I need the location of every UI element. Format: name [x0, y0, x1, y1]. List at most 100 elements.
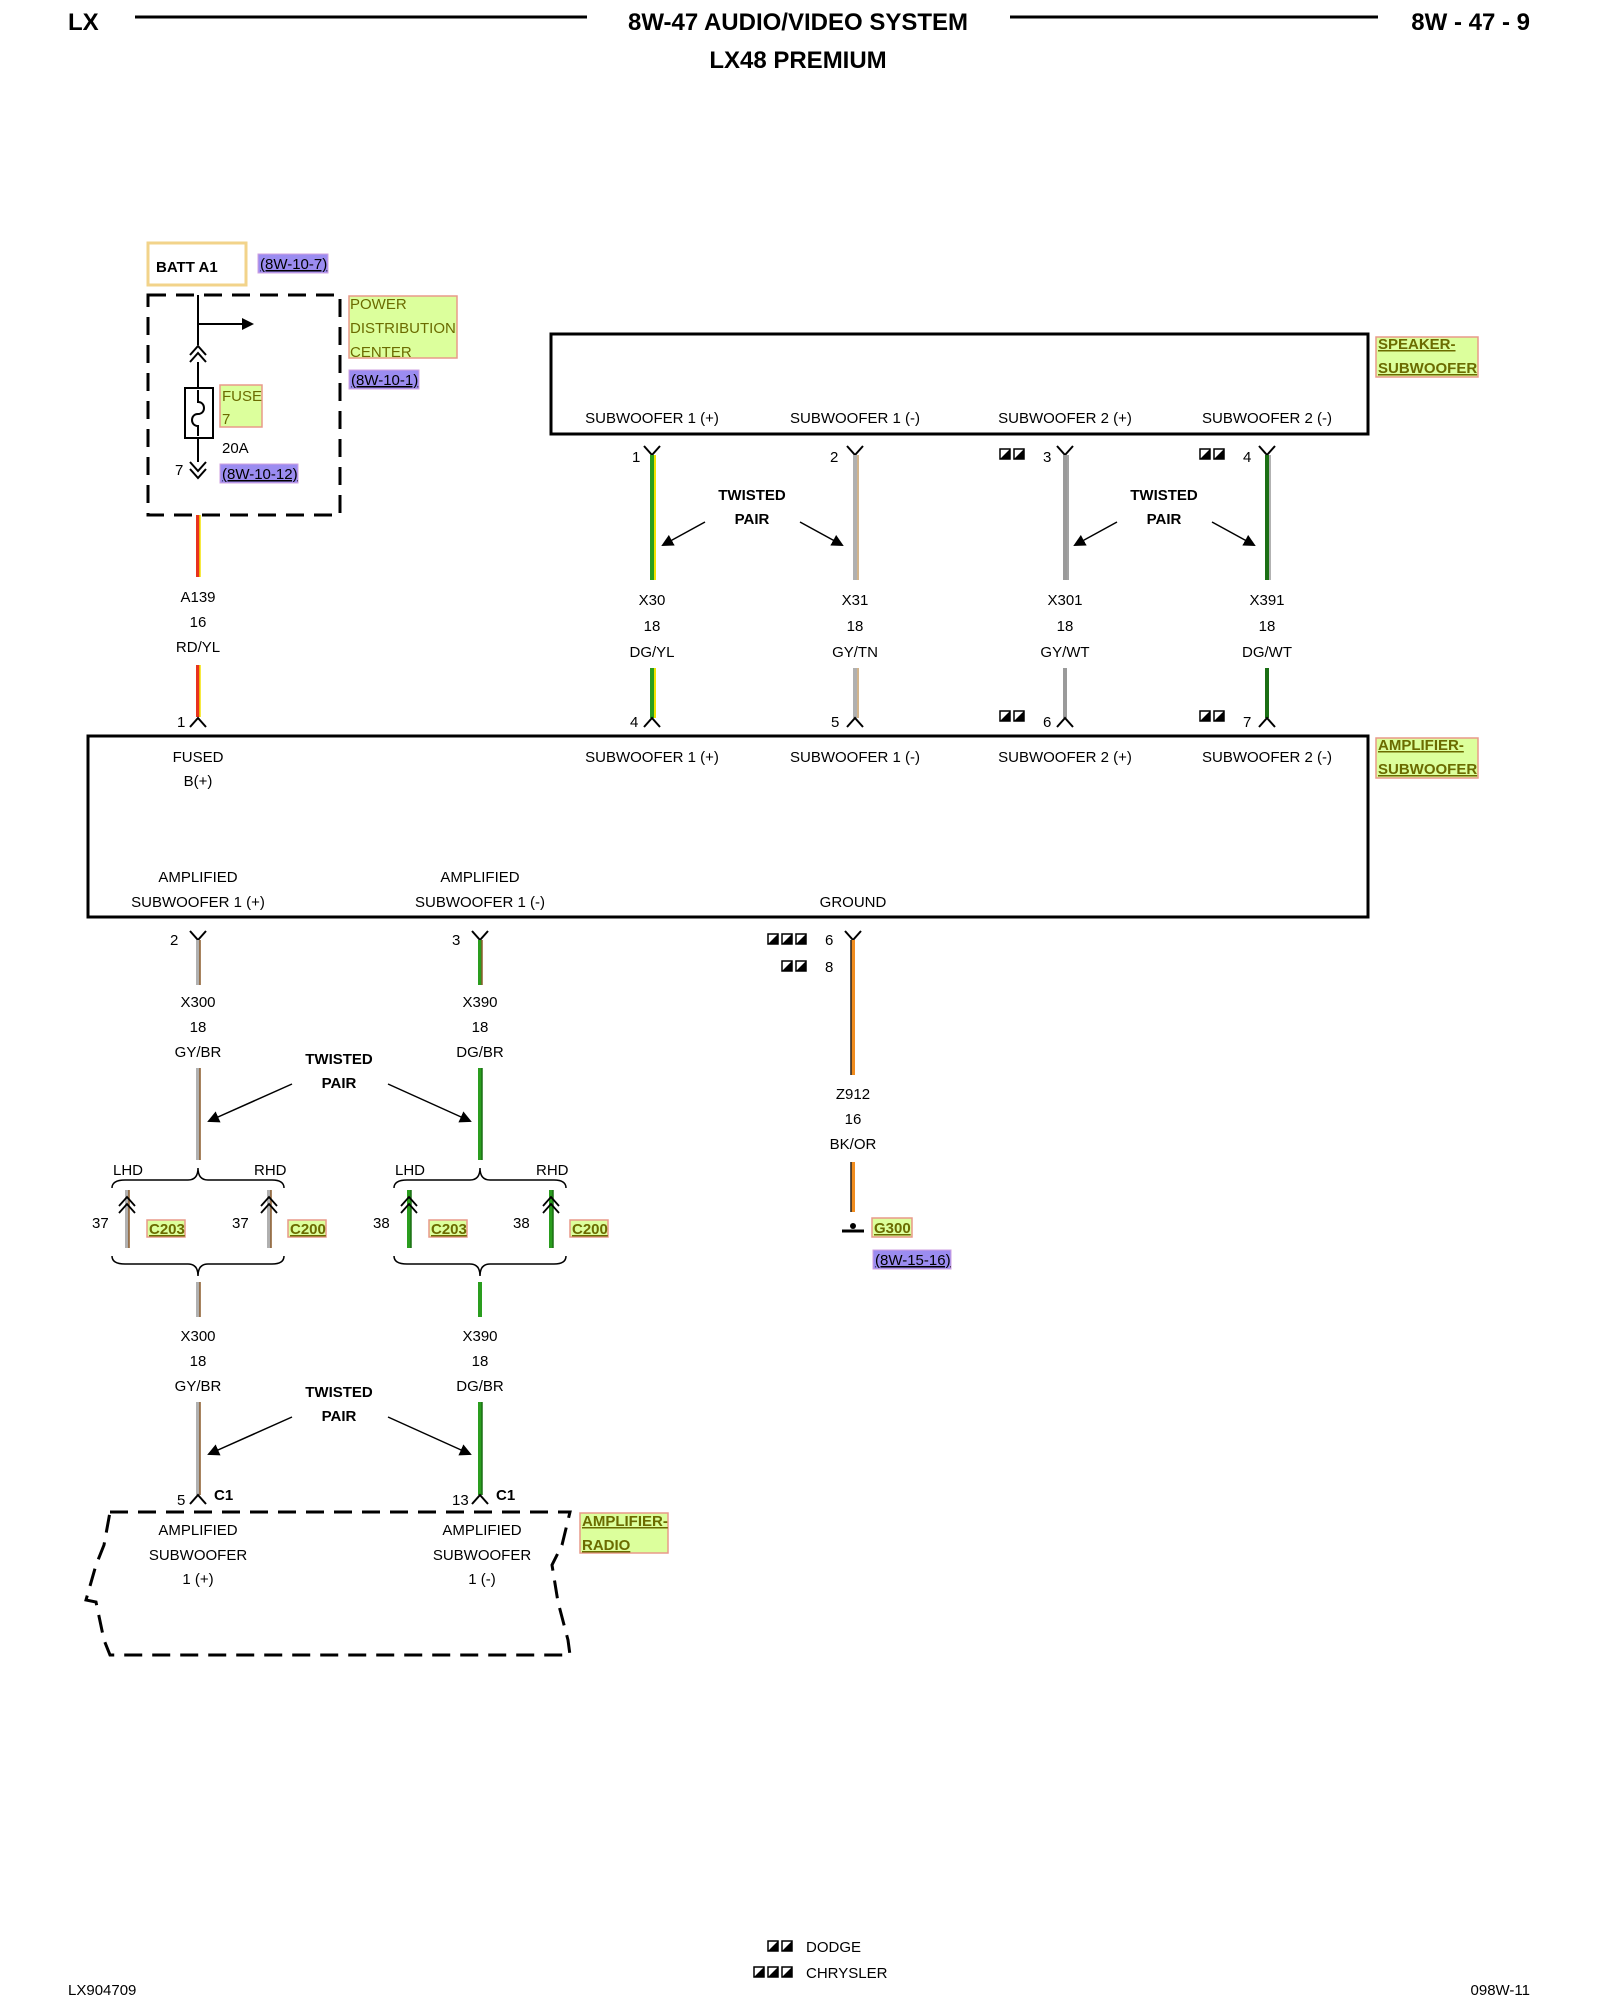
wire-z912-id: Z912	[836, 1086, 870, 1103]
c203-highlight	[428, 1219, 468, 1238]
twisted-pair-arrow	[661, 521, 706, 546]
twisted-pair-label-2a: TWISTED	[1130, 487, 1198, 504]
c200-label: C200	[290, 1221, 326, 1238]
amp-pin-5-connector	[846, 716, 864, 728]
twisted-pair-label-1a: TWISTED	[718, 487, 786, 504]
wire-a139-id: A139	[180, 589, 215, 606]
batt-label: BATT A1	[156, 259, 218, 276]
amp-radio-neg-1: AMPLIFIED	[442, 1522, 521, 1539]
ground-dot-icon	[850, 1223, 856, 1229]
pdc-connector-bottom	[189, 461, 207, 480]
lower-brace	[111, 1255, 285, 1277]
fuse-icon	[191, 390, 205, 436]
c200-connector-icon	[260, 1195, 278, 1214]
pdc-name-2: DISTRIBUTION	[350, 320, 456, 337]
amp-pin-4-connector	[643, 716, 661, 728]
lower-brace	[393, 1255, 567, 1277]
wire-x390-bottom	[478, 1402, 482, 1495]
amp-out-pos-1: AMPLIFIED	[158, 869, 237, 886]
speaker-pin-2-connector	[846, 445, 864, 457]
twisted-pair-arrow	[207, 1083, 293, 1123]
ground-pin-6: 6	[825, 932, 833, 949]
pdc-name-3: CENTER	[350, 344, 412, 361]
amp-radio-name-1: AMPLIFIER-	[582, 1513, 668, 1530]
pdc-ref-highlight	[348, 369, 420, 390]
footer-right-code: 098W-11	[1471, 1982, 1530, 1999]
amp-out-pin-2: 2	[170, 932, 178, 949]
wire-x390-top	[478, 940, 482, 985]
fuse-label-2: 7	[222, 411, 230, 428]
legend-chrysler: CHRYSLER	[806, 1965, 888, 1982]
ground-pin-connector	[844, 930, 862, 942]
wire-x301-gauge: 18	[1057, 618, 1074, 635]
pdc-connector-top	[189, 344, 207, 363]
wire-x390-color: DG/BR	[456, 1378, 504, 1395]
wire-x30-gauge: 18	[644, 618, 661, 635]
pin-1-connector-icon	[189, 716, 207, 728]
c1-connector-icon	[471, 1493, 489, 1505]
twisted-pair-arrow	[799, 521, 844, 546]
amp-radio-pos-2: SUBWOOFER	[149, 1547, 248, 1564]
c1-label: C1	[214, 1487, 233, 1504]
c200-label: C200	[572, 1221, 608, 1238]
c203-label: C203	[431, 1221, 467, 1238]
batt-ref-highlight	[257, 253, 329, 274]
twisted-pair-label-2b: PAIR	[1147, 511, 1182, 528]
pdc-name-1: POWER	[350, 296, 407, 313]
c203-label: C203	[149, 1221, 185, 1238]
ground-label: GROUND	[820, 894, 887, 911]
wire-x391-upper	[1265, 455, 1269, 580]
legend-dodge: DODGE	[806, 1939, 861, 1956]
wire-x30-lower	[650, 668, 654, 718]
twisted-pair-label-4b: PAIR	[322, 1408, 357, 1425]
amp-radio-pos-3: 1 (+)	[182, 1571, 213, 1588]
chrysler-symbol-icon	[753, 1966, 765, 1978]
wire-z912-upper	[851, 940, 855, 1075]
page-number: 8W - 47 - 9	[1411, 9, 1530, 36]
amp-radio-name-highlight	[579, 1512, 669, 1554]
c203-pin: 37	[92, 1215, 109, 1232]
twisted-pair-arrow	[387, 1416, 472, 1456]
amp-out-neg-2: SUBWOOFER 1 (-)	[415, 894, 545, 911]
c203-pin: 38	[373, 1215, 390, 1232]
wire-a139-color: RD/YL	[176, 639, 220, 656]
wire-x31-id: X31	[842, 592, 869, 609]
amp-out-pin-3: 3	[452, 932, 460, 949]
wire-x390-id: X390	[462, 994, 497, 1011]
wire-x30-id: X30	[639, 592, 666, 609]
wire-x301-id: X301	[1047, 592, 1082, 609]
wire-x31-upper	[853, 455, 857, 580]
dodge-symbol-icon	[1199, 448, 1211, 460]
wire-x31-color: GY/TN	[832, 644, 878, 661]
amp-sub-name-highlight	[1375, 737, 1479, 779]
chrysler-symbol-icon	[795, 933, 807, 945]
amp-radio-name-2: RADIO	[582, 1537, 631, 1554]
amp-pin-label-1: SUBWOOFER 1 (+)	[585, 749, 719, 766]
batt-ref-link[interactable]: (8W-10-7)	[260, 256, 327, 273]
wire-x390-id: X390	[462, 1328, 497, 1345]
wire-x300-color: GY/BR	[175, 1378, 222, 1395]
amp-radio-neg-3: 1 (-)	[468, 1571, 496, 1588]
ground-point-ref-link[interactable]: (8W-15-16)	[875, 1252, 951, 1269]
wire-a139-lower	[196, 665, 200, 717]
fuse-ref-link[interactable]: (8W-10-12)	[222, 466, 298, 483]
wire-x390-bottom-stub	[478, 1282, 482, 1317]
wire-x390-gauge: 18	[472, 1353, 489, 1370]
speaker-pin-num-2: 2	[830, 449, 838, 466]
speaker-pin-label-1: SUBWOOFER 1 (+)	[585, 410, 719, 427]
twisted-pair-label-4a: TWISTED	[305, 1384, 373, 1401]
wire-z912-color: BK/OR	[830, 1136, 877, 1153]
wire-x30-color: DG/YL	[629, 644, 674, 661]
wire-x390-gauge: 18	[472, 1019, 489, 1036]
speaker-pin-4-connector	[1258, 445, 1276, 457]
lhd-label: LHD	[113, 1162, 143, 1179]
wire-x390-mid	[478, 1068, 482, 1160]
c1-pin-13: 13	[452, 1492, 469, 1509]
speaker-name-2: SUBWOOFER	[1378, 360, 1477, 377]
wire-x30-upper	[650, 455, 654, 580]
fused-b-label-1: FUSED	[173, 749, 224, 766]
wire-x391-gauge: 18	[1259, 618, 1276, 635]
chrysler-symbol-icon	[767, 933, 779, 945]
pdc-ref-link[interactable]: (8W-10-1)	[351, 372, 418, 389]
upper-brace	[393, 1167, 567, 1189]
